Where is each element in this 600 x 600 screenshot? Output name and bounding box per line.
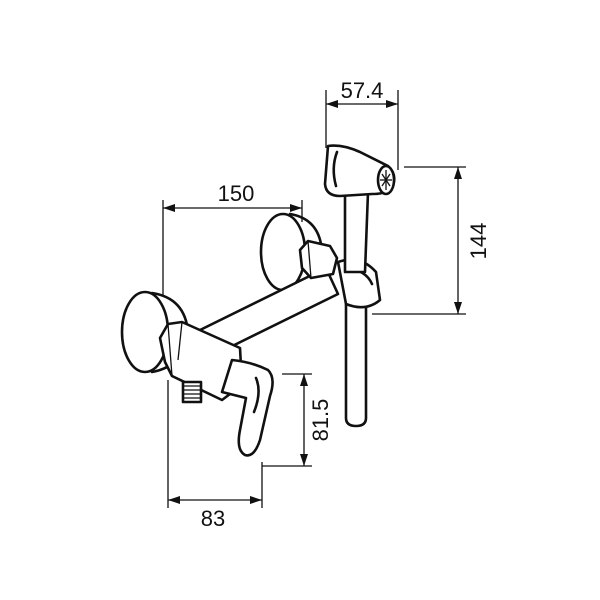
dimension-shower-height: 144 xyxy=(372,166,491,315)
dimension-label-150: 150 xyxy=(218,181,255,206)
dimension-label-83: 83 xyxy=(201,506,225,531)
dimension-shower-head-width: 57.4 xyxy=(325,78,399,170)
dimension-label-81-5: 81.5 xyxy=(308,399,333,442)
dimension-valve-height: 81.5 xyxy=(262,373,333,467)
dimension-label-57-4: 57.4 xyxy=(341,78,384,103)
dimension-valve-width: 83 xyxy=(167,380,263,531)
dimension-label-144: 144 xyxy=(466,223,491,260)
shower-head xyxy=(323,144,396,198)
shower-handle xyxy=(343,188,370,274)
lever-handle xyxy=(220,358,274,457)
valve-outlet xyxy=(181,380,203,404)
dimension-pipe-length: 150 xyxy=(162,181,303,295)
hose xyxy=(344,294,368,428)
right-hex-nut xyxy=(298,239,339,280)
